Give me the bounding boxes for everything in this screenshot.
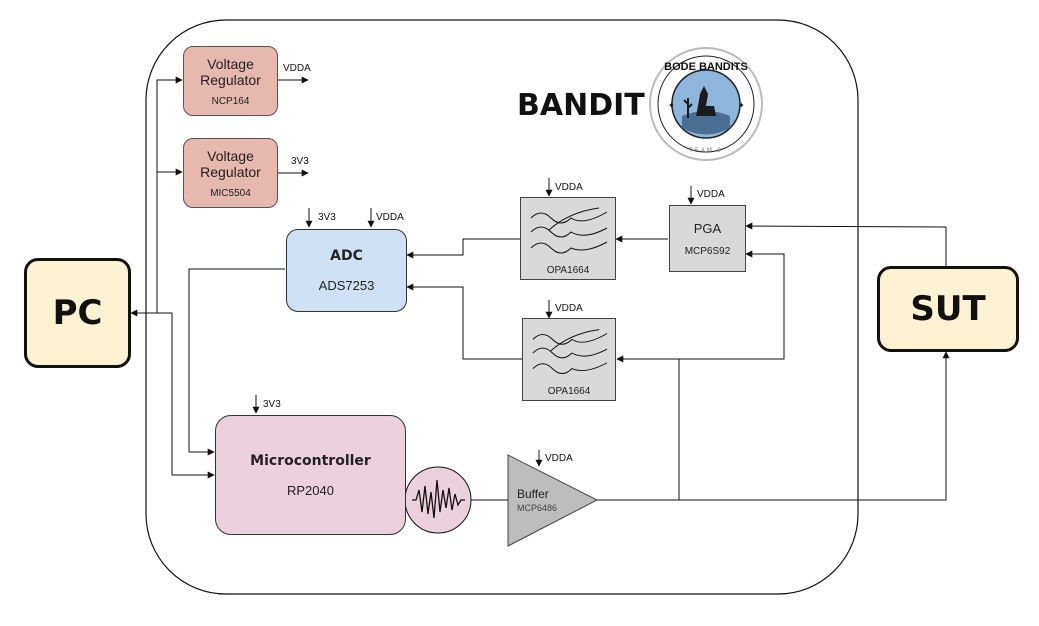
sut-label: SUT (910, 289, 986, 329)
sut-block: SUT (877, 266, 1019, 352)
pc-label: PC (52, 293, 103, 333)
wire-adc-mcu (188, 268, 285, 456)
buffer-label-group: Buffer MCP6486 (517, 487, 557, 513)
buffer-part: MCP6486 (517, 503, 558, 513)
regulator-output-label: 3V3 (291, 156, 309, 167)
filter-waves-icon (532, 329, 608, 374)
wire-pc-vreg1 (130, 76, 183, 317)
regulator-title: Voltage Regulator (200, 55, 261, 88)
board-title: BANDIT (517, 88, 645, 123)
wire-to-pga-in2 (679, 250, 785, 360)
microcontroller-block: Microcontroller RP2040 (215, 415, 406, 535)
wire-filter1-adc (406, 238, 520, 259)
filter-supply-label: VDDA (555, 303, 583, 314)
wire-filter2-adc (406, 283, 522, 360)
noise-waveform-icon (412, 479, 465, 519)
svg-text:BODE BANDITS: BODE BANDITS (664, 61, 748, 73)
pga-block: PGA MCP6S92 (669, 205, 746, 272)
adc-title: ADC (330, 248, 363, 264)
mcu-title: Microcontroller (250, 452, 371, 469)
voltage-regulator-ncp164: Voltage Regulator NCP164 (183, 46, 278, 116)
pga-supply-label: VDDA (697, 189, 725, 200)
mcu-part: RP2040 (287, 482, 334, 498)
filter-opa1664-top: OPA1664 (520, 197, 616, 280)
filter-supply-label: VDDA (555, 182, 583, 193)
wire-buffer-sut (597, 351, 950, 501)
pga-part: MCP6S92 (684, 245, 731, 257)
svg-text:✦: ✦ (738, 101, 745, 110)
pc-block: PC (24, 258, 131, 368)
wire-pc-mcu (131, 312, 215, 479)
regulator-output-label: VDDA (283, 63, 311, 74)
svg-text:✦: ✦ (668, 101, 675, 110)
pga-title: PGA (693, 220, 722, 236)
logo-subtitle: TEAM 9 (689, 148, 723, 154)
mcu-supply-label: 3V3 (263, 399, 281, 410)
buffer-triangle (507, 454, 599, 547)
filter-part: OPA1664 (546, 265, 590, 276)
wire-sut-pga (745, 222, 947, 266)
buffer-title: Buffer (517, 487, 549, 501)
filter-opa1664-bottom: OPA1664 (522, 318, 616, 401)
regulator-part: NCP164 (211, 95, 250, 107)
regulator-part: MIC5504 (210, 187, 251, 199)
bode-bandits-logo: BODE BANDITS ✦ ✦ (649, 47, 763, 161)
buffer-supply-label: VDDA (545, 453, 573, 464)
filter-waves-icon (530, 207, 608, 254)
voltage-regulator-mic5504: Voltage Regulator MIC5504 (183, 138, 278, 208)
adc-supply-label: 3V3 (318, 212, 336, 223)
adc-supply-label: VDDA (376, 212, 404, 223)
adc-part: ADS7253 (318, 278, 375, 293)
regulator-title: Voltage Regulator (200, 147, 261, 180)
adc-block: ADC ADS7253 (286, 229, 407, 312)
filter-part: OPA1664 (547, 386, 591, 397)
